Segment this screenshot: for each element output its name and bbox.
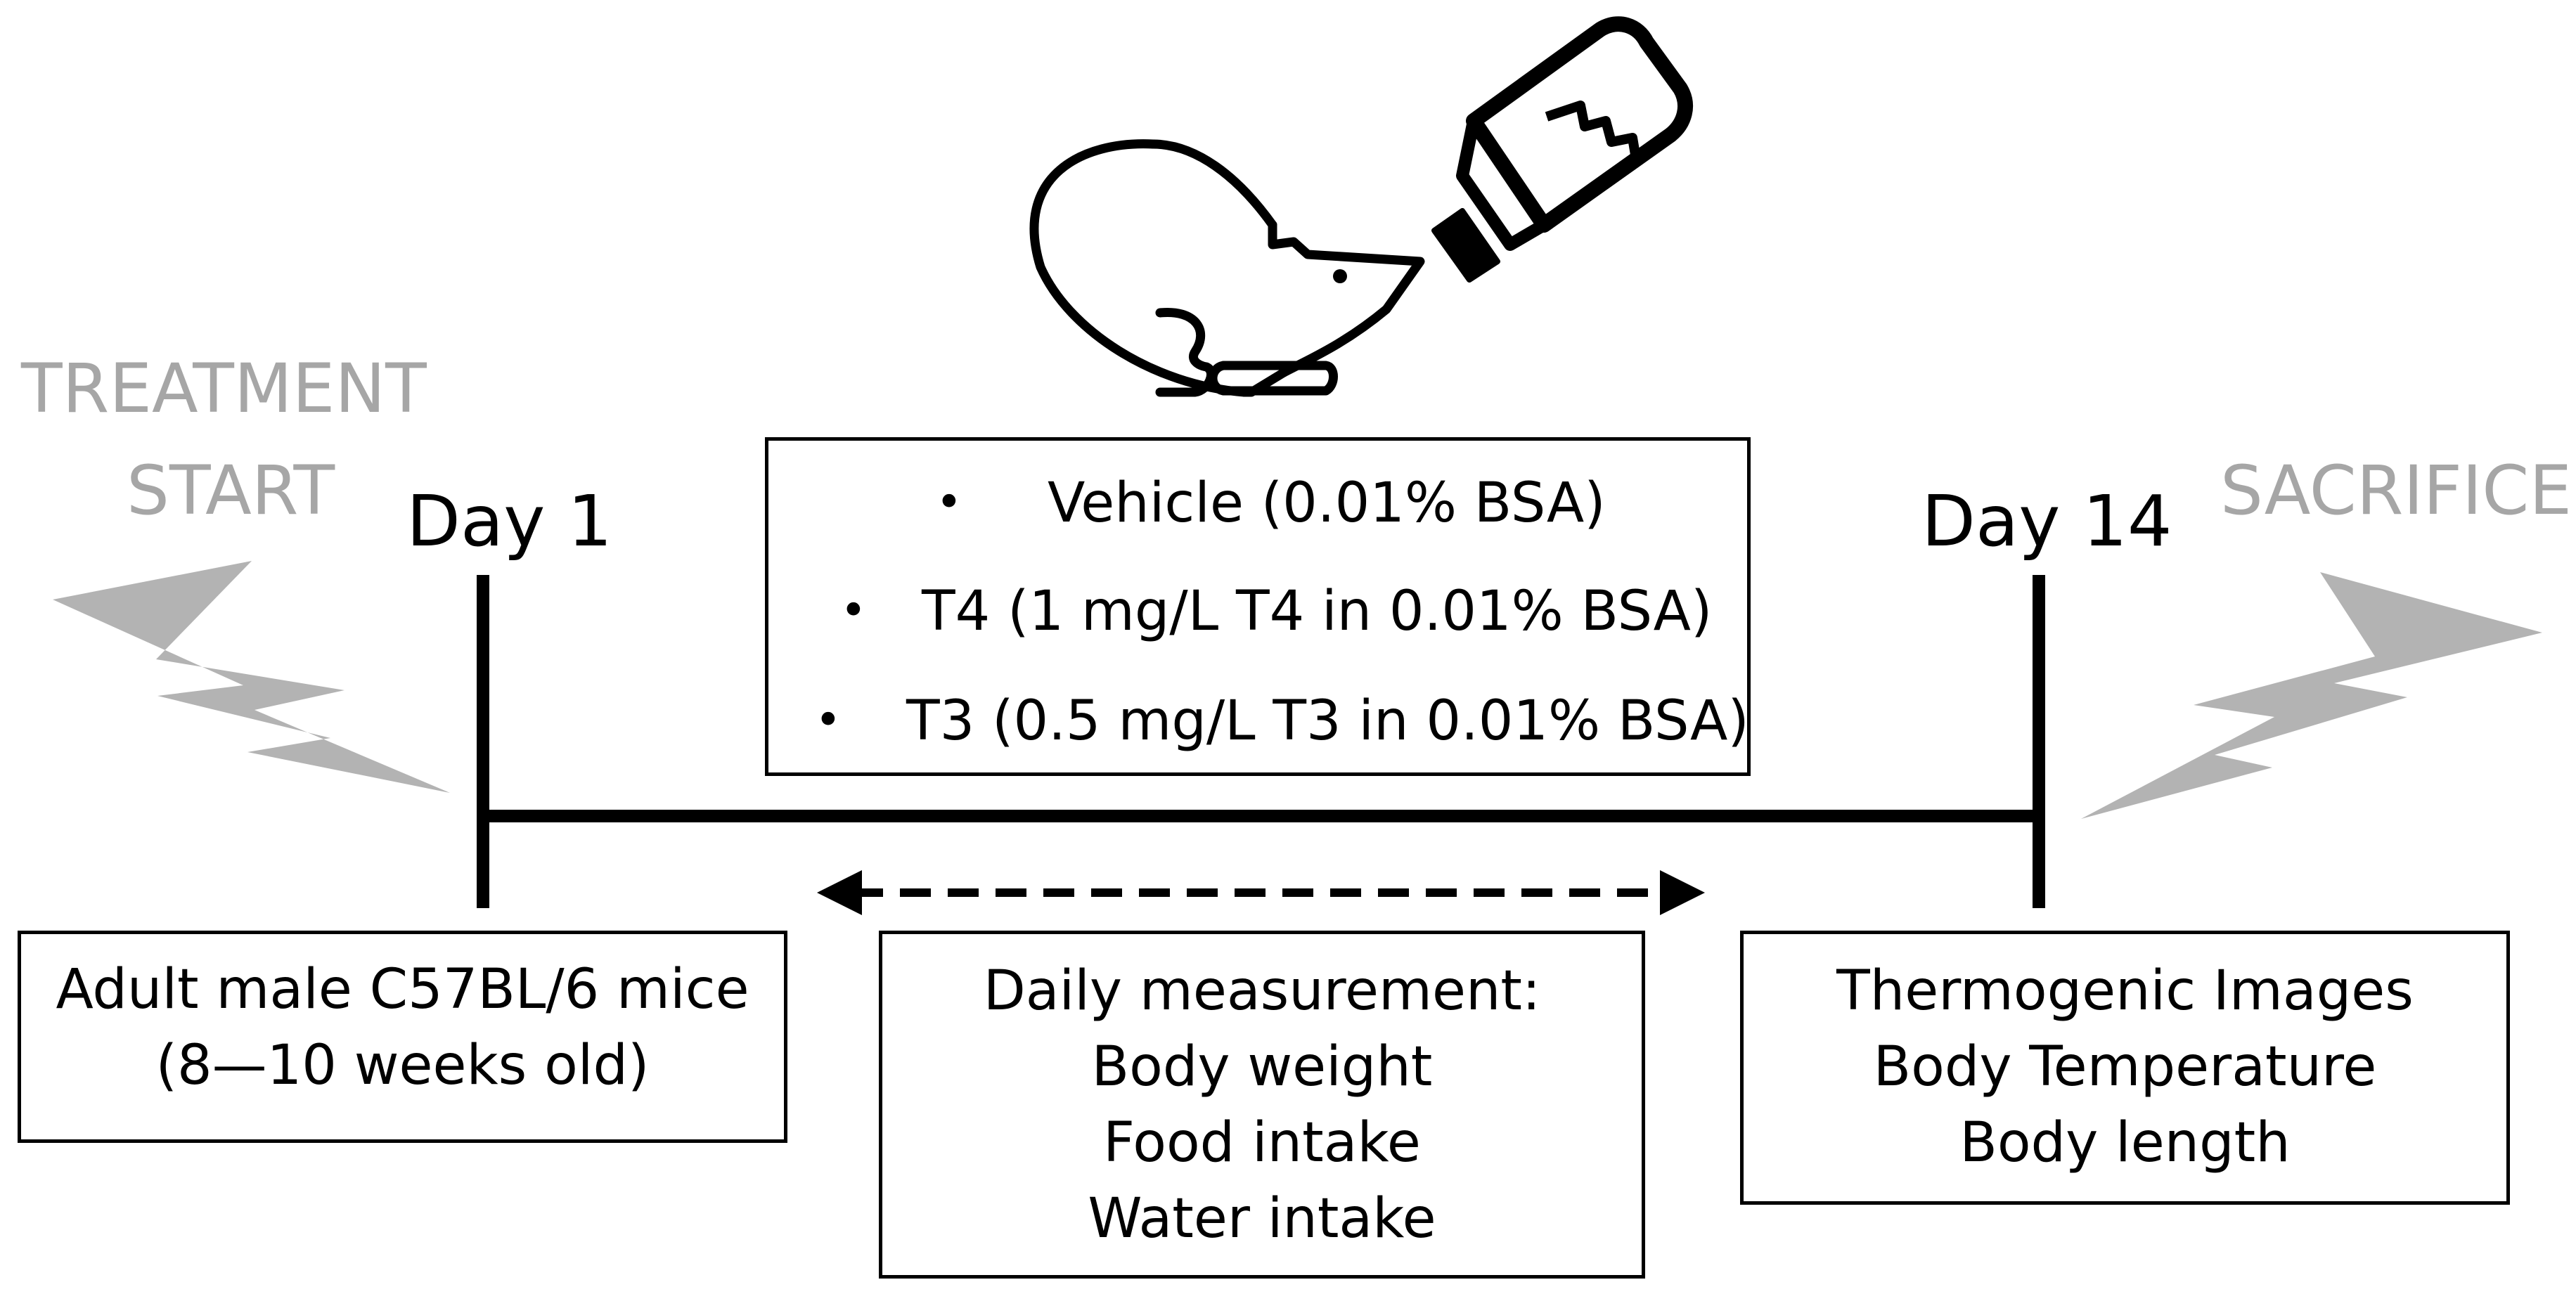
treatment-bullet-2: •	[840, 585, 867, 637]
daily-item-body-weight: Body weight	[1091, 1035, 1433, 1099]
animals-line-2: (8—10 weeks old)	[155, 1034, 650, 1097]
daily-item-food-intake: Food intake	[1103, 1111, 1421, 1175]
measurement-period-arrow	[817, 870, 1705, 915]
daily-measurement-box: Daily measurement: Body weight Food inta…	[879, 931, 1645, 1279]
sacrifice-label: SACRIFICE	[2220, 451, 2572, 530]
mouse-eye-icon	[1333, 269, 1347, 283]
endpoint-body-length: Body length	[1959, 1111, 2291, 1175]
endpoints-box: Thermogenic Images Body Temperature Body…	[1740, 931, 2510, 1205]
treatments-box: • Vehicle (0.01% BSA) • T4 (1 mg/L T4 in…	[765, 437, 1751, 776]
endpoint-body-temperature: Body Temperature	[1873, 1035, 2377, 1099]
daily-measurement-title: Daily measurement:	[983, 959, 1541, 1023]
treatment-t3: T3 (0.5 mg/L T3 in 0.01% BSA)	[906, 690, 1749, 753]
endpoint-thermogenic-images: Thermogenic Images	[1836, 959, 2414, 1023]
mouse-icon	[1029, 139, 1425, 397]
day-1-label: Day 1	[406, 480, 612, 562]
treatment-vehicle: Vehicle (0.01% BSA)	[1048, 472, 1606, 535]
treatment-t4: T4 (1 mg/L T4 in 0.01% BSA)	[922, 580, 1713, 643]
bottle-icon	[1431, 16, 1694, 283]
lightning-bolt-left-icon	[53, 561, 450, 793]
treatment-start-label-line2: START	[127, 451, 335, 530]
treatment-start-label-line1: TREATMENT	[21, 349, 427, 428]
treatment-bullet-3: •	[815, 694, 842, 746]
animals-line-1: Adult male C57BL/6 mice	[56, 958, 749, 1021]
treatment-bullet-1: •	[936, 477, 962, 529]
day-14-label: Day 14	[1921, 480, 2172, 562]
daily-item-water-intake: Water intake	[1088, 1187, 1436, 1250]
lightning-bolt-right-icon	[2081, 572, 2542, 819]
animals-box: Adult male C57BL/6 mice (8—10 weeks old)	[18, 931, 787, 1143]
